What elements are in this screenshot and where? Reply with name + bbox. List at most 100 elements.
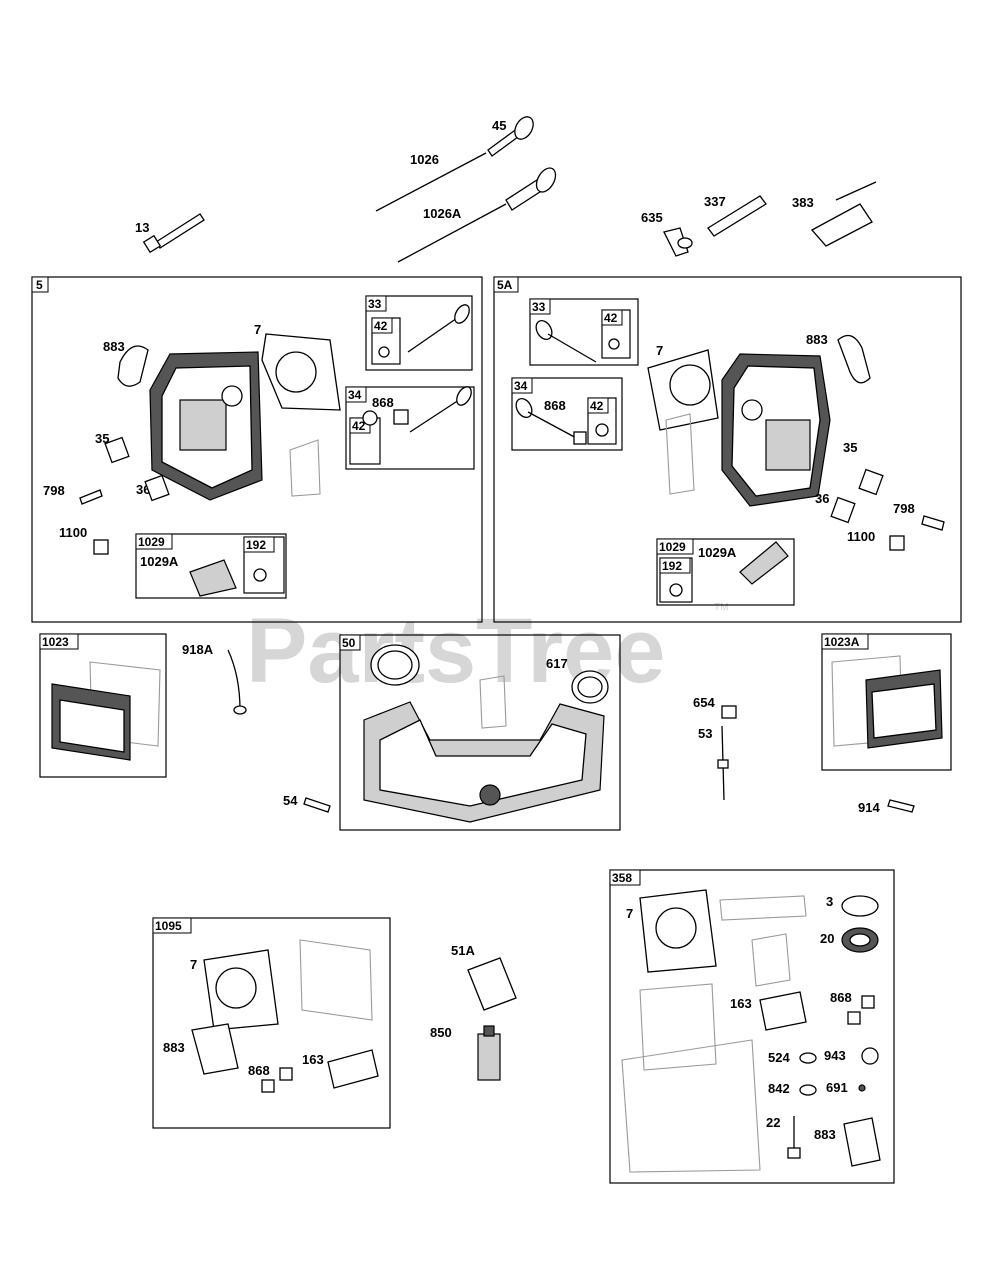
box5a-rocker-arm <box>739 541 789 585</box>
box5-sub-1029 <box>135 533 287 599</box>
box358-label-524[interactable]: 524 <box>768 1050 790 1065</box>
box5a-label-35[interactable]: 35 <box>843 440 857 455</box>
box5a-sub-33-inner-tag[interactable]: 42 <box>604 311 618 325</box>
box5a-sub-33 <box>529 298 639 366</box>
box-1023a-frame <box>821 633 952 771</box>
box5-label-798[interactable]: 798 <box>43 483 65 498</box>
box5a-clip-1100 <box>889 535 905 551</box>
box358-label-163[interactable]: 163 <box>730 996 752 1011</box>
box1095-label-868[interactable]: 868 <box>248 1063 270 1078</box>
part-label-337[interactable]: 337 <box>704 194 726 209</box>
box5a-head-gasket-7 <box>647 349 719 431</box>
stud-group: 654 53 914 <box>693 695 915 815</box>
box-358-tag[interactable]: 358 <box>612 871 632 885</box>
box5-sub-34-label-868[interactable]: 868 <box>372 395 394 410</box>
part-label-914[interactable]: 914 <box>858 800 880 815</box>
box-5-tag[interactable]: 5 <box>36 278 43 292</box>
box1095-label-883[interactable]: 883 <box>163 1040 185 1055</box>
part-label-13[interactable]: 13 <box>135 220 149 235</box>
box5a-label-7[interactable]: 7 <box>656 343 663 358</box>
part-label-850[interactable]: 850 <box>430 1025 452 1040</box>
box5a-label-1100[interactable]: 1100 <box>847 529 875 544</box>
part-label-54[interactable]: 54 <box>283 793 298 808</box>
box5-label-7[interactable]: 7 <box>254 322 261 337</box>
box5a-sub-34-tag[interactable]: 34 <box>514 379 528 393</box>
part-label-51a[interactable]: 51A <box>451 943 475 958</box>
box5a-sub-33-tag[interactable]: 33 <box>532 300 546 314</box>
box5-clip-1100 <box>93 539 109 555</box>
box358-label-22[interactable]: 22 <box>766 1115 780 1130</box>
box1095-gasket-883 <box>191 1023 239 1075</box>
breather-tube-918a <box>227 649 241 711</box>
box5a-valve-33 <box>547 333 597 363</box>
box5-sub-33-inner-tag[interactable]: 42 <box>374 319 388 333</box>
box1095-label-163[interactable]: 163 <box>302 1052 324 1067</box>
box-50-tag[interactable]: 50 <box>342 636 356 650</box>
box358-label-20[interactable]: 20 <box>820 931 834 946</box>
box358-label-868[interactable]: 868 <box>830 990 852 1005</box>
box5-rocker-arm <box>189 559 237 597</box>
box-1095: 1095 7 883 868 163 <box>152 917 391 1129</box>
box-50-frame <box>339 634 621 831</box>
part-label-383[interactable]: 383 <box>792 195 814 210</box>
box-1023-tag[interactable]: 1023 <box>42 635 69 649</box>
box5-sub-1029-inner-tag[interactable]: 192 <box>246 538 266 552</box>
plug-wrench-383 <box>810 203 873 247</box>
box-5a: 5A 33 42 34 868 42 7 883 35 <box>493 276 962 623</box>
box358-label-883[interactable]: 883 <box>814 1127 836 1142</box>
box5-gasket-883 <box>117 345 149 387</box>
part-label-918a[interactable]: 918A <box>182 642 214 657</box>
box5a-stud-798 <box>921 515 945 531</box>
part-label-654[interactable]: 654 <box>693 695 715 710</box>
box5-label-883[interactable]: 883 <box>103 339 125 354</box>
spark-plug-337 <box>707 195 767 237</box>
box5a-label-36[interactable]: 36 <box>815 491 829 506</box>
valve-45-head <box>514 116 534 140</box>
box5a-label-798[interactable]: 798 <box>893 501 915 516</box>
box358-label-7[interactable]: 7 <box>626 906 633 921</box>
box358-label-842[interactable]: 842 <box>768 1081 790 1096</box>
part-label-1026a[interactable]: 1026A <box>423 206 462 221</box>
box-1095-tag[interactable]: 1095 <box>155 919 182 933</box>
box50-label-617[interactable]: 617 <box>546 656 568 671</box>
box5-label-35[interactable]: 35 <box>95 431 109 446</box>
box5-spring-36 <box>144 474 170 502</box>
part-label-635[interactable]: 635 <box>641 210 663 225</box>
box5a-sub-1029-label[interactable]: 1029A <box>698 545 737 560</box>
part-label-45[interactable]: 45 <box>492 118 506 133</box>
box-5a-tag[interactable]: 5A <box>497 278 513 292</box>
box-5a-frame <box>493 276 962 623</box>
part-label-53[interactable]: 53 <box>698 726 712 741</box>
box358-label-943[interactable]: 943 <box>824 1048 846 1063</box>
spark-plug-boot <box>663 227 689 257</box>
box5-sub-34-tag[interactable]: 34 <box>348 388 362 402</box>
plug-wrench-handle <box>835 181 877 201</box>
box5a-label-883[interactable]: 883 <box>806 332 828 347</box>
spark-plug-boot-end <box>677 237 693 249</box>
box5a-sub-34-label-868[interactable]: 868 <box>544 398 566 413</box>
box1095-label-7[interactable]: 7 <box>190 957 197 972</box>
breather-tube-group: 918A 54 <box>182 642 331 813</box>
bolt-13-head <box>142 234 162 254</box>
part-label-1026[interactable]: 1026 <box>410 152 439 167</box>
box1095-head-gasket <box>203 949 279 1031</box>
box5a-sub-34-inner-tag[interactable]: 42 <box>590 399 604 413</box>
box358-gasket-163 <box>759 991 807 1031</box>
box5-sub-1029-label[interactable]: 1029A <box>140 554 179 569</box>
spark-plug-group: 635 337 383 <box>641 181 877 257</box>
box5-ghost-gasket <box>289 439 321 497</box>
box5a-sub-1029 <box>656 538 795 606</box>
bolt-13 <box>155 213 205 249</box>
box5-sub-33-tag[interactable]: 33 <box>368 297 382 311</box>
box-1023a-tag[interactable]: 1023A <box>824 635 860 649</box>
box5-sub-34-inner-tag[interactable]: 42 <box>352 419 366 433</box>
box-1023-frame <box>39 633 167 778</box>
box358-label-691[interactable]: 691 <box>826 1080 848 1095</box>
box358-label-3[interactable]: 3 <box>826 894 833 909</box>
box1095-gasket-163 <box>327 1049 379 1089</box>
box5-label-1100[interactable]: 1100 <box>59 525 87 540</box>
gasket-sealant-group: 51A 850 <box>430 943 517 1081</box>
box5a-sub-1029-tag[interactable]: 1029 <box>659 540 686 554</box>
box5a-sub-1029-inner-tag[interactable]: 192 <box>662 559 682 573</box>
box5-sub-1029-tag[interactable]: 1029 <box>138 535 165 549</box>
